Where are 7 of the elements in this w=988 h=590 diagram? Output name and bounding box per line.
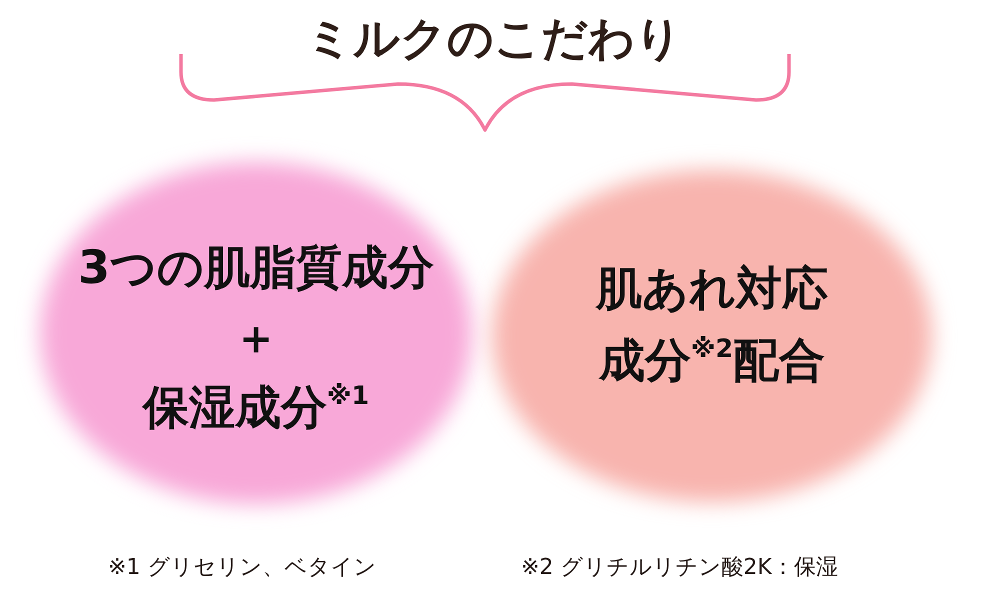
footnote: ※1 グリセリン、ベタイン xyxy=(108,554,376,582)
ingredient-text: 肌あれ対応成分$^{※2}$配合 xyxy=(594,260,829,389)
plus-sign: ＋ xyxy=(233,309,279,366)
title: ミルクのこだわり xyxy=(305,10,683,67)
ingredient-text: 保湿成分$^{※1}$ xyxy=(142,379,370,436)
footnote: ※2 グリチルリチン酸2K：保湿 xyxy=(521,554,838,582)
ingredient-text: 3つの肌脂質成分 xyxy=(78,239,434,296)
